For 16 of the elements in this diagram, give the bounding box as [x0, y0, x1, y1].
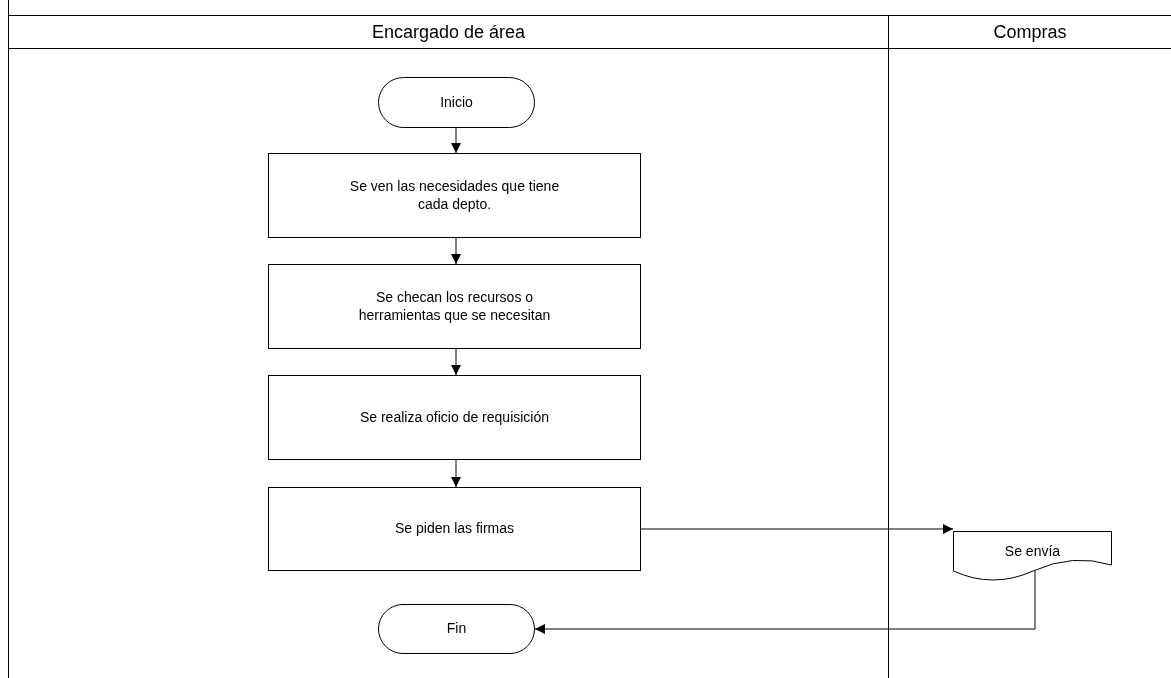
terminator-shape: Inicio	[378, 77, 535, 128]
arrow	[451, 348, 461, 376]
terminator-shape: Fin	[378, 604, 535, 654]
process-box: Se realiza oficio de requisición	[268, 375, 641, 460]
arrow	[534, 570, 1036, 634]
swimlane	[888, 15, 1171, 678]
arrow	[640, 524, 954, 534]
lane-header: Encargado de área	[9, 16, 888, 49]
process-box: Se checan los recursos o herramientas que se necesitan	[268, 264, 641, 349]
process-box: Se ven las necesidades que tiene cada depto.	[268, 153, 641, 238]
swimlane	[8, 15, 888, 678]
arrow	[451, 459, 461, 488]
arrow	[451, 237, 461, 265]
lane-header: Compras	[889, 16, 1171, 49]
process-box: Se piden las firmas	[268, 487, 641, 571]
arrow	[451, 127, 461, 154]
